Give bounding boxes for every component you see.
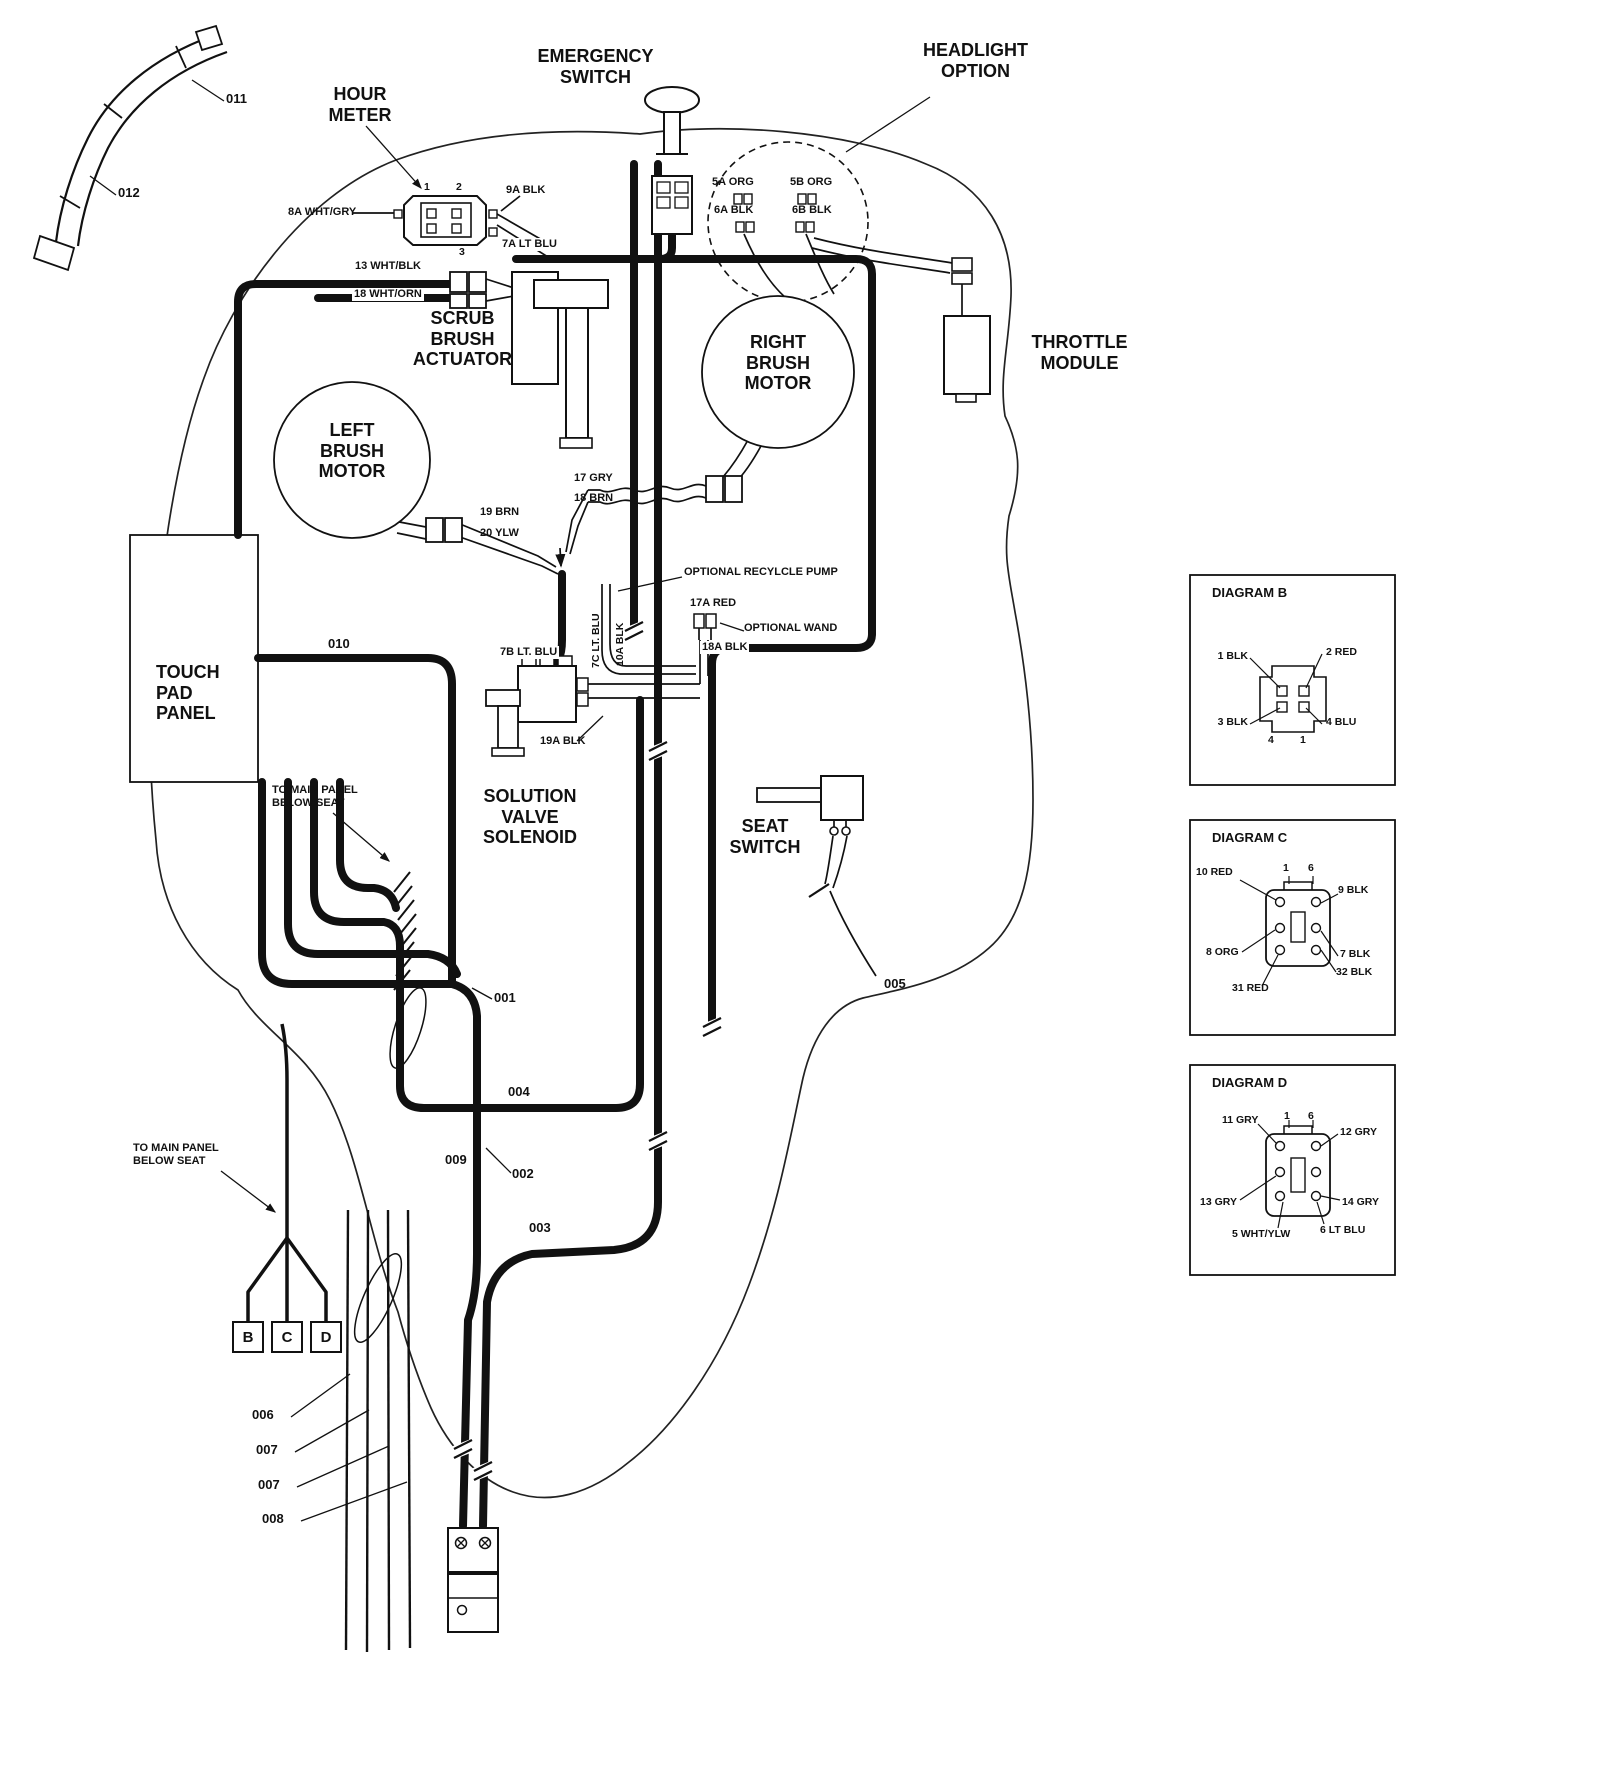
- emergency-switch-label: EMERGENCY SWITCH: [537, 46, 654, 87]
- hose-assembly: [32, 24, 228, 272]
- to-main-panel-label-1: TO MAIN PANEL BELOW SEAT: [272, 784, 358, 809]
- wire-label-7c: 7C LT. BLU: [590, 613, 602, 668]
- callout-012: 012: [118, 185, 140, 200]
- diagram-d-pin-6: 6 LT BLU: [1320, 1224, 1366, 1236]
- diagram-d-num-1: 1: [1284, 1110, 1290, 1122]
- diagram-c-title: DIAGRAM C: [1212, 830, 1288, 845]
- wire-label-18-brn: 18 BRN: [574, 492, 614, 504]
- diagram-c-pin-9: 9 BLK: [1338, 884, 1369, 896]
- diagram-d-title: DIAGRAM D: [1212, 1075, 1288, 1090]
- diagram-b-pin-2: 2 RED: [1326, 646, 1357, 658]
- diagram-b-num-4: 4: [1268, 734, 1274, 746]
- thin-wires: [352, 195, 963, 977]
- callout-003: 003: [529, 1220, 551, 1235]
- hour-meter-pin-3: 3: [459, 246, 465, 258]
- wire-label-5a: 5A ORG: [712, 176, 754, 188]
- callout-010: 010: [328, 636, 350, 651]
- callout-007b: 007: [258, 1477, 280, 1492]
- diagram-d-pin-11: 11 GRY: [1222, 1114, 1259, 1126]
- callout-005: 005: [884, 976, 906, 991]
- diagram-d-pin-14: 14 GRY: [1342, 1196, 1379, 1208]
- diagram-c-pin-10: 10 RED: [1196, 866, 1233, 878]
- wire-label-7b: 7B LT. BLU: [498, 646, 560, 659]
- diagram-b-pin-1: 1 BLK: [1217, 650, 1248, 662]
- diagram-d-pin-12: 12 GRY: [1340, 1126, 1377, 1138]
- optional-recycle-pump-label: OPTIONAL RECYLCLE PUMP: [684, 566, 838, 578]
- headlight-option-label: HEADLIGHT OPTION: [923, 40, 1028, 81]
- wire-label-6b: 6B BLK: [792, 204, 832, 216]
- connector-c-label: C: [281, 1328, 293, 1346]
- wire-label-5b: 5B ORG: [790, 176, 833, 188]
- touch-pad-panel-label: TOUCH PAD PANEL: [156, 662, 220, 724]
- diagram-c-num-6: 6: [1308, 862, 1314, 874]
- touch-pad-panel-box: [129, 534, 259, 783]
- bottom-harness-wires: [344, 1209, 412, 1653]
- to-main-panel-label-2: TO MAIN PANEL BELOW SEAT: [133, 1142, 219, 1167]
- leader-lines: [89, 79, 931, 1522]
- diagram-b-pin-3: 3 BLK: [1217, 716, 1248, 728]
- diagram-b-title: DIAGRAM B: [1212, 585, 1288, 600]
- hour-meter-label: HOUR METER: [328, 84, 392, 125]
- diagram-panels: [1189, 574, 1396, 1276]
- wire-label-19a: 19A BLK: [540, 735, 586, 747]
- hour-meter-pin-1: 1: [424, 181, 430, 193]
- diagram-c-pin-31: 31 RED: [1232, 982, 1269, 994]
- scrub-brush-actuator-label: SCRUB BRUSH ACTUATOR: [412, 308, 513, 370]
- wire-break-marks: [450, 620, 725, 1482]
- diagram-b-pin-4: 4 BLU: [1326, 716, 1357, 728]
- wire-label-17a: 17A RED: [690, 597, 737, 609]
- connector-b-label: B: [242, 1328, 254, 1346]
- diagram-c-num-1: 1: [1283, 862, 1289, 874]
- callout-008: 008: [262, 1511, 284, 1526]
- connector-d-label: D: [320, 1328, 332, 1346]
- callout-009: 009: [445, 1152, 467, 1167]
- wire-label-17-gry: 17 GRY: [574, 472, 613, 484]
- callout-002: 002: [512, 1166, 534, 1181]
- wire-label-7a: 7A LT BLU: [500, 238, 559, 251]
- wire-label-18a: 18A BLK: [700, 641, 750, 654]
- diagram-d-pin-13: 13 GRY: [1200, 1196, 1237, 1208]
- callout-004: 004: [508, 1084, 530, 1099]
- solution-valve-solenoid-label: SOLUTION VALVE SOLENOID: [482, 786, 577, 848]
- components: [232, 86, 991, 1633]
- wire-label-18-wht-orn: 18 WHT/ORN: [352, 288, 424, 301]
- harness-thick-wires: [234, 160, 876, 1530]
- diagram-b-num-1: 1: [1300, 734, 1306, 746]
- diagram-d-pin-5: 5 WHT/YLW: [1232, 1228, 1291, 1240]
- wire-label-9a: 9A BLK: [506, 184, 546, 196]
- wire-label-10a: 10A BLK: [614, 622, 626, 666]
- wire-label-20-ylw: 20 YLW: [480, 527, 519, 539]
- throttle-module-label: THROTTLE MODULE: [1031, 332, 1128, 373]
- left-brush-motor-label: LEFT BRUSH MOTOR: [318, 420, 386, 482]
- harness-hatch-marks: [393, 871, 417, 991]
- bcd-feeder-wires: [246, 1023, 328, 1322]
- hour-meter-pin-2: 2: [456, 181, 462, 193]
- callout-006: 006: [252, 1407, 274, 1422]
- wire-label-19-brn: 19 BRN: [480, 506, 520, 518]
- wire-label-13: 13 WHT/BLK: [355, 260, 421, 272]
- callout-011: 011: [226, 91, 247, 106]
- seat-switch-label: SEAT SWITCH: [729, 816, 801, 857]
- diagram-d-num-6: 6: [1308, 1110, 1314, 1122]
- diagram-c-pin-32: 32 BLK: [1336, 966, 1373, 978]
- diagram-c-pin-7: 7 BLK: [1340, 948, 1371, 960]
- right-brush-motor-label: RIGHT BRUSH MOTOR: [744, 332, 812, 394]
- wire-label-8a: 8A WHT/GRY: [288, 206, 357, 218]
- optional-wand-label: OPTIONAL WAND: [744, 622, 838, 634]
- diagram-c-pin-8: 8 ORG: [1206, 946, 1239, 958]
- callout-007a: 007: [256, 1442, 278, 1457]
- wire-label-6a: 6A BLK: [714, 204, 754, 216]
- callout-001: 001: [494, 990, 516, 1005]
